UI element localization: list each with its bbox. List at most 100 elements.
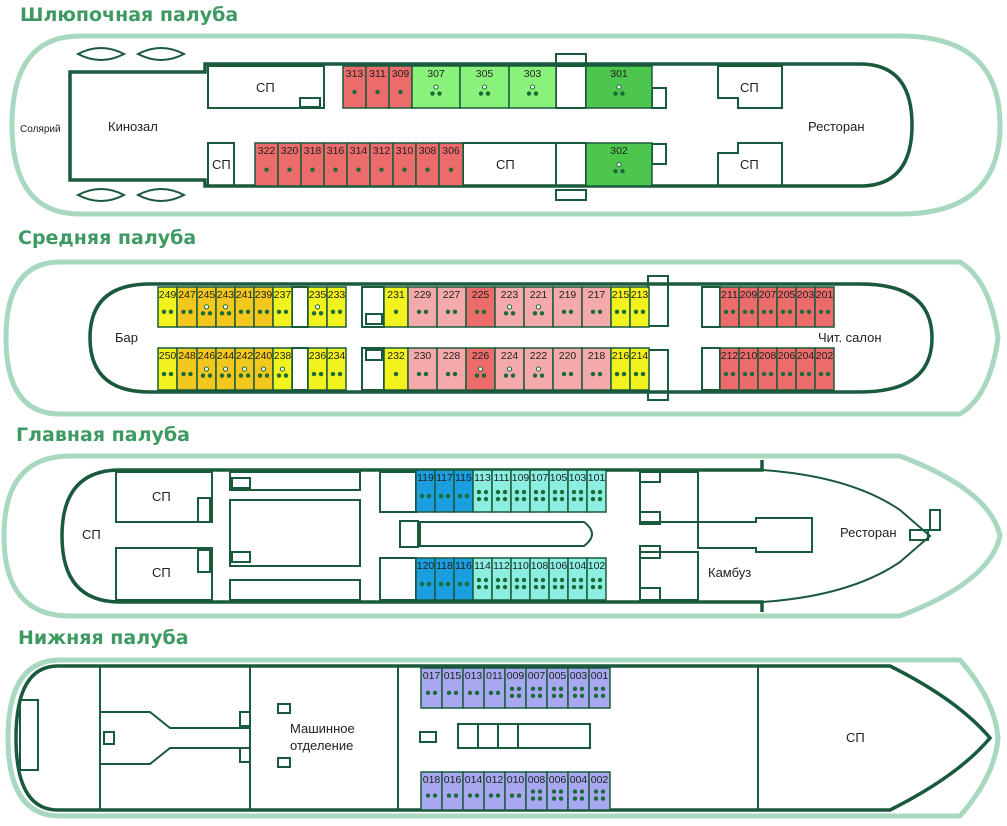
- cabin-119[interactable]: 119: [415, 469, 436, 513]
- cabin-box[interactable]: [465, 286, 496, 328]
- cabin-248[interactable]: 248: [176, 347, 198, 391]
- cabin-229[interactable]: 229: [407, 286, 438, 328]
- cabin-310[interactable]: 310: [392, 142, 417, 187]
- cabin-115[interactable]: 115: [453, 469, 474, 513]
- cabin-box[interactable]: [581, 286, 612, 328]
- cabin-214[interactable]: 214: [629, 347, 650, 391]
- cabin-238[interactable]: 238: [272, 347, 293, 391]
- cabin-249[interactable]: 249: [157, 286, 178, 328]
- cabin-215[interactable]: 215: [610, 286, 631, 328]
- cabin-box[interactable]: [629, 286, 650, 328]
- cabin-box[interactable]: [814, 286, 835, 328]
- cabin-105[interactable]: 105: [548, 469, 569, 513]
- cabin-box[interactable]: [438, 142, 464, 187]
- cabin-243[interactable]: 243: [215, 286, 236, 328]
- cabin-018[interactable]: 018: [420, 771, 443, 811]
- cabin-111[interactable]: 111: [491, 469, 512, 513]
- cabin-008[interactable]: 008: [525, 771, 548, 811]
- cabin-245[interactable]: 245: [196, 286, 217, 328]
- cabin-box[interactable]: [407, 347, 438, 391]
- cabin-104[interactable]: 104: [567, 557, 588, 601]
- cabin-box[interactable]: [586, 469, 607, 513]
- cabin-box[interactable]: [629, 347, 650, 391]
- cabin-219[interactable]: 219: [552, 286, 583, 328]
- cabin-012[interactable]: 012: [483, 771, 506, 811]
- cabin-box[interactable]: [436, 286, 467, 328]
- cabin-005[interactable]: 005: [546, 667, 569, 709]
- cabin-011[interactable]: 011: [483, 667, 506, 709]
- cabin-301[interactable]: 301: [585, 65, 653, 109]
- cabin-226[interactable]: 226: [465, 347, 496, 391]
- cabin-237[interactable]: 237: [272, 286, 293, 328]
- cabin-207[interactable]: 207: [757, 286, 778, 328]
- cabin-box[interactable]: [586, 557, 607, 601]
- cabin-311[interactable]: 311: [365, 65, 390, 109]
- cabin-244[interactable]: 244: [215, 347, 236, 391]
- cabin-016[interactable]: 016: [441, 771, 464, 811]
- cabin-218[interactable]: 218: [581, 347, 612, 391]
- cabin-225[interactable]: 225: [465, 286, 496, 328]
- cabin-box[interactable]: [581, 347, 612, 391]
- cabin-202[interactable]: 202: [814, 347, 835, 391]
- cabin-box[interactable]: [588, 771, 611, 811]
- cabin-117[interactable]: 117: [434, 469, 455, 513]
- cabin-314[interactable]: 314: [346, 142, 371, 187]
- cabin-103[interactable]: 103: [567, 469, 588, 513]
- cabin-228[interactable]: 228: [436, 347, 467, 391]
- cabin-110[interactable]: 110: [510, 557, 531, 601]
- cabin-002[interactable]: 002: [588, 771, 611, 811]
- cabin-240[interactable]: 240: [253, 347, 274, 391]
- cabin-box[interactable]: [326, 286, 347, 328]
- cabin-010[interactable]: 010: [504, 771, 527, 811]
- cabin-241[interactable]: 241: [234, 286, 255, 328]
- cabin-250[interactable]: 250: [157, 347, 178, 391]
- cabin-211[interactable]: 211: [719, 286, 740, 328]
- cabin-201[interactable]: 201: [814, 286, 835, 328]
- cabin-213[interactable]: 213: [629, 286, 650, 328]
- cabin-313[interactable]: 313: [342, 65, 367, 109]
- cabin-230[interactable]: 230: [407, 347, 438, 391]
- cabin-306[interactable]: 306: [438, 142, 464, 187]
- cabin-233[interactable]: 233: [326, 286, 347, 328]
- cabin-305[interactable]: 305: [459, 65, 510, 109]
- cabin-118[interactable]: 118: [434, 557, 455, 601]
- cabin-222[interactable]: 222: [523, 347, 554, 391]
- cabin-120[interactable]: 120: [415, 557, 436, 601]
- cabin-209[interactable]: 209: [738, 286, 759, 328]
- cabin-017[interactable]: 017: [420, 667, 443, 709]
- cabin-322[interactable]: 322: [254, 142, 279, 187]
- cabin-006[interactable]: 006: [546, 771, 569, 811]
- cabin-007[interactable]: 007: [525, 667, 548, 709]
- cabin-223[interactable]: 223: [494, 286, 525, 328]
- cabin-210[interactable]: 210: [738, 347, 759, 391]
- cabin-308[interactable]: 308: [415, 142, 440, 187]
- cabin-316[interactable]: 316: [323, 142, 348, 187]
- cabin-320[interactable]: 320: [277, 142, 302, 187]
- cabin-224[interactable]: 224: [494, 347, 525, 391]
- cabin-206[interactable]: 206: [776, 347, 797, 391]
- cabin-107[interactable]: 107: [529, 469, 550, 513]
- cabin-003[interactable]: 003: [567, 667, 590, 709]
- cabin-208[interactable]: 208: [757, 347, 778, 391]
- cabin-318[interactable]: 318: [300, 142, 325, 187]
- cabin-box[interactable]: [588, 667, 611, 709]
- cabin-247[interactable]: 247: [176, 286, 198, 328]
- cabin-217[interactable]: 217: [581, 286, 612, 328]
- cabin-205[interactable]: 205: [776, 286, 797, 328]
- cabin-212[interactable]: 212: [719, 347, 740, 391]
- cabin-235[interactable]: 235: [307, 286, 328, 328]
- cabin-015[interactable]: 015: [441, 667, 464, 709]
- cabin-220[interactable]: 220: [552, 347, 583, 391]
- cabin-307[interactable]: 307: [411, 65, 461, 109]
- cabin-227[interactable]: 227: [436, 286, 467, 328]
- cabin-303[interactable]: 303: [508, 65, 557, 109]
- cabin-236[interactable]: 236: [307, 347, 328, 391]
- cabin-101[interactable]: 101: [586, 469, 607, 513]
- cabin-109[interactable]: 109: [510, 469, 531, 513]
- cabin-312[interactable]: 312: [369, 142, 394, 187]
- cabin-108[interactable]: 108: [529, 557, 550, 601]
- cabin-216[interactable]: 216: [610, 347, 631, 391]
- cabin-014[interactable]: 014: [462, 771, 485, 811]
- cabin-242[interactable]: 242: [234, 347, 255, 391]
- cabin-box[interactable]: [326, 347, 347, 391]
